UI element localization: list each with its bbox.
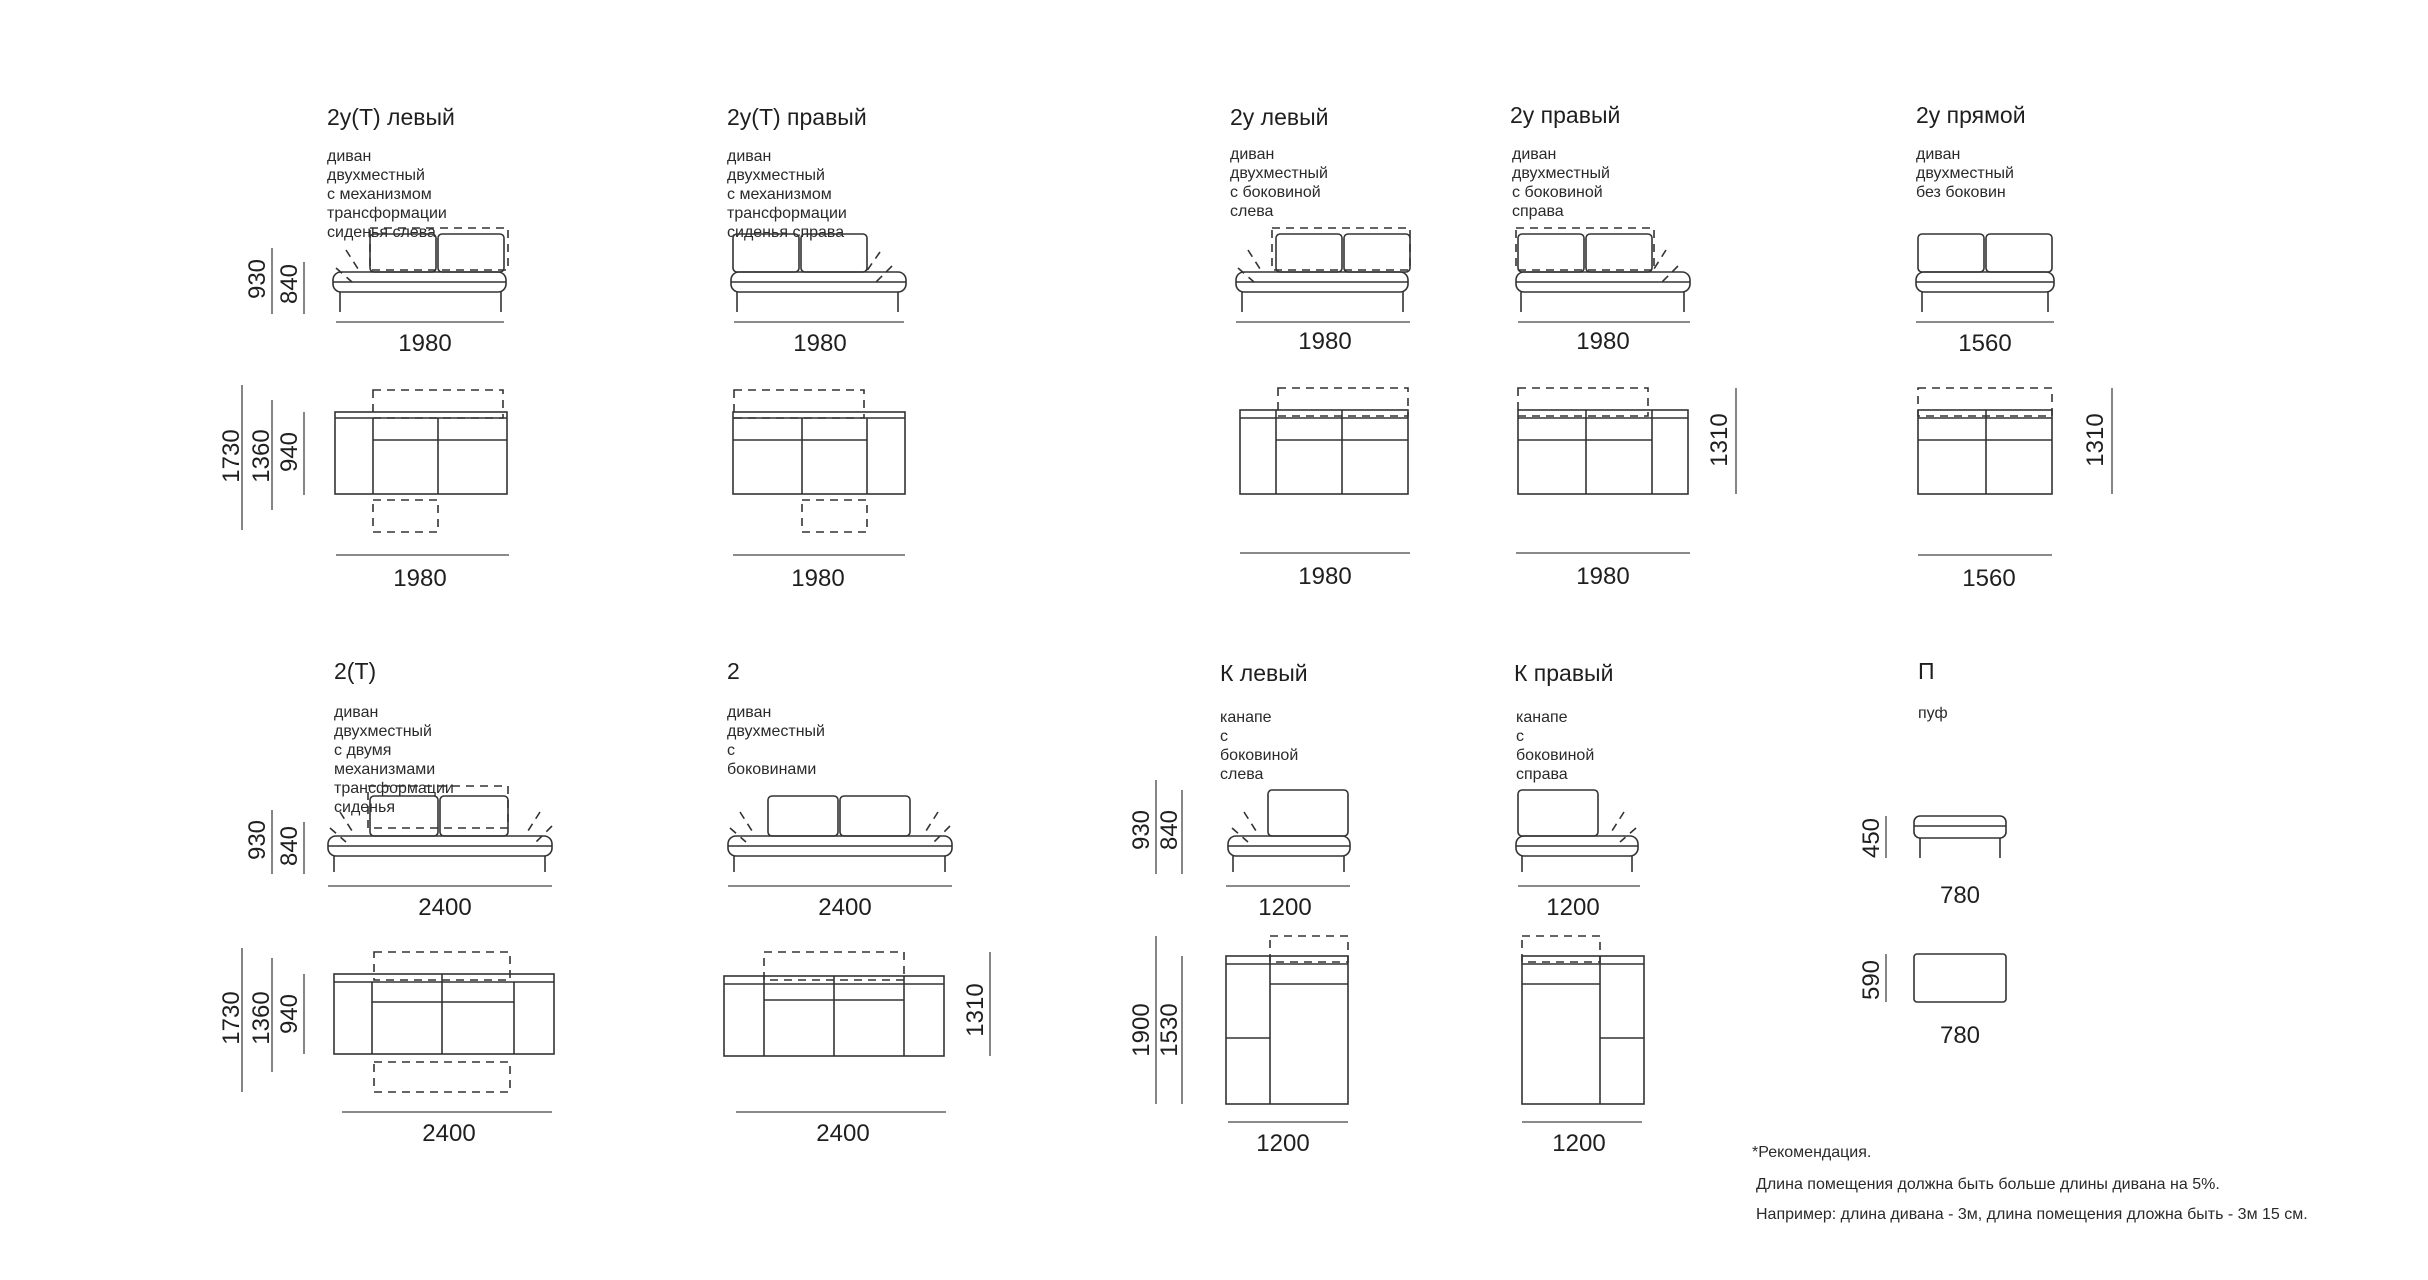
- module-description: диван двухместный с двумя механизмами тр…: [334, 704, 454, 816]
- module-title: 2у(Т) правый: [727, 104, 867, 130]
- top-width-dimension: 1980: [1298, 563, 1352, 590]
- module-title: К правый: [1514, 660, 1614, 686]
- module-title: К левый: [1220, 660, 1308, 686]
- top-width-dimension: 1980: [791, 565, 845, 592]
- module-title: 2: [727, 658, 740, 684]
- top-width-dimension: 1200: [1552, 1130, 1606, 1157]
- side-width-dimension: 780: [1939, 882, 1981, 909]
- module-description: канапе с боковиной слева: [1220, 709, 1299, 783]
- top-width-dimension: 1560: [1962, 565, 2016, 592]
- module-title: 2у прямой: [1916, 102, 2026, 128]
- side-width-dimension: 1980: [398, 330, 452, 357]
- top-width-dimension: 1980: [393, 565, 447, 592]
- side-width-dimension: 1980: [1576, 328, 1630, 355]
- module-title: П: [1918, 658, 1935, 684]
- note-line: Например: длина дивана - 3м, длина помещ…: [1756, 1206, 2308, 1223]
- module-description: пуф: [1918, 705, 1948, 722]
- module-description: канапе с боковиной справа: [1516, 709, 1595, 783]
- note-heading: *Рекомендация.: [1752, 1144, 1872, 1161]
- side-width-dimension: 2400: [818, 894, 872, 921]
- module-description: диван двухместный с механизмом трансформ…: [327, 148, 447, 241]
- top-width-dimension: 2400: [422, 1120, 476, 1147]
- module-title: 2у правый: [1510, 102, 1621, 128]
- top-depth-dimension: 590: [1858, 959, 1885, 1001]
- module-title: 2у левый: [1230, 104, 1329, 130]
- module-description: диван двухместный с боковиной слева: [1230, 146, 1328, 220]
- module-title: 2у(Т) левый: [327, 104, 455, 130]
- top-width-dimension: 1200: [1256, 1130, 1310, 1157]
- side-height-dimension: 450: [1858, 817, 1885, 859]
- side-width-dimension: 2400: [418, 894, 472, 921]
- side-width-dimension: 1200: [1258, 894, 1312, 921]
- side-width-dimension: 1560: [1958, 330, 2012, 357]
- module-description: диван двухместный с боковинами: [727, 704, 825, 778]
- module-title: 2(Т): [334, 658, 377, 684]
- top-width-dimension: 1980: [1576, 563, 1630, 590]
- module-description: диван двухместный с боковиной справа: [1512, 146, 1610, 220]
- note-line: Длина помещения должна быть больше длины…: [1756, 1176, 2220, 1193]
- module-description: диван двухместный без боковин: [1916, 146, 2014, 201]
- module-description: диван двухместный с механизмом трансформ…: [727, 148, 847, 241]
- top-width-dimension: 780: [1939, 1022, 1981, 1049]
- side-width-dimension: 1980: [1298, 328, 1352, 355]
- top-width-dimension: 2400: [816, 1120, 870, 1147]
- side-width-dimension: 1200: [1546, 894, 1600, 921]
- side-width-dimension: 1980: [793, 330, 847, 357]
